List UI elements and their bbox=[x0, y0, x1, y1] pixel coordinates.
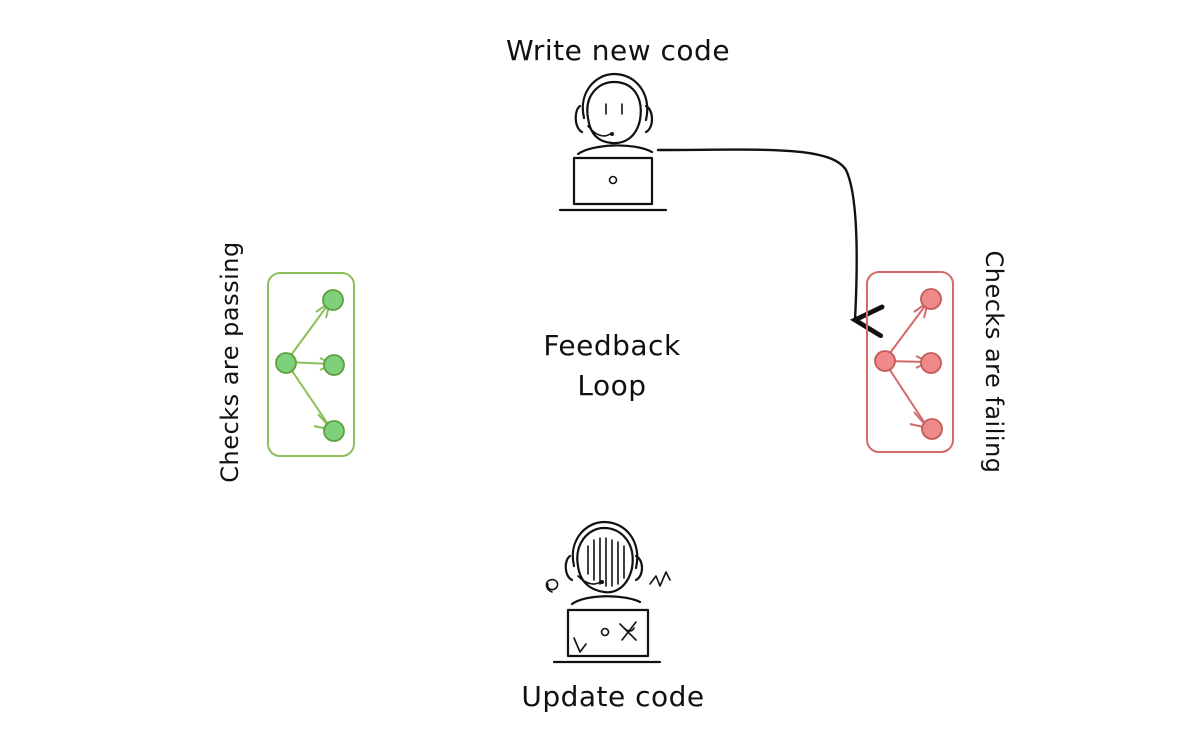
check-graph-icon-failing bbox=[866, 271, 954, 453]
top-label: Write new code bbox=[506, 34, 730, 67]
developer-at-laptop-icon bbox=[558, 72, 668, 212]
bottom-label: Update code bbox=[521, 680, 704, 713]
frustrated-developer-at-laptop-icon bbox=[545, 520, 671, 664]
right-label: Checks are failing bbox=[980, 250, 1008, 473]
center-label-line2: Loop bbox=[577, 369, 646, 402]
flow-arrow bbox=[656, 148, 857, 320]
left-label: Checks are passing bbox=[216, 241, 244, 482]
check-graph-icon-passing bbox=[267, 272, 355, 457]
center-label-line1: Feedback bbox=[543, 329, 681, 362]
